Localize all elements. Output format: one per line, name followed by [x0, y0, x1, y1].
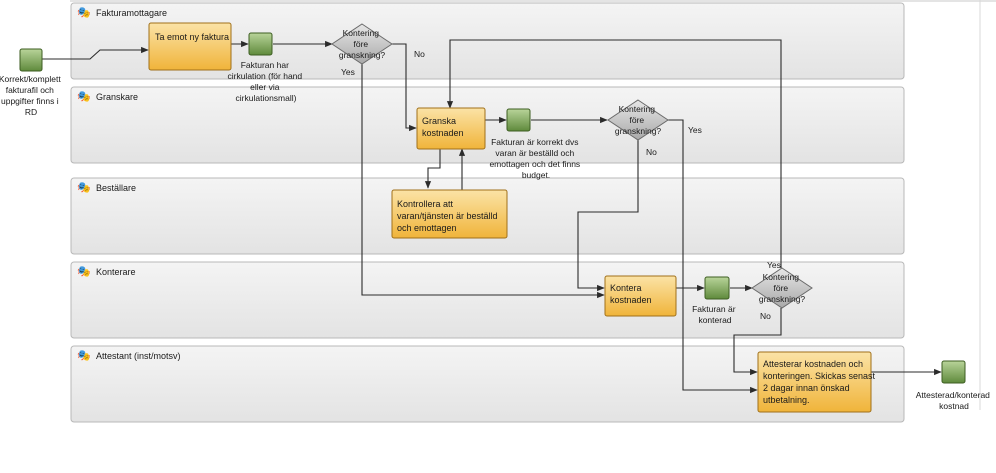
lane-theater-icon: 🎭	[77, 91, 91, 103]
flow-label-no: No	[760, 311, 771, 321]
flow-start-to-ta-emot	[42, 46, 149, 60]
task-label: Kontera kostnaden	[610, 283, 652, 305]
lane-label: Granskare	[96, 92, 138, 102]
event-end: Attesterad/konterad kostnad	[916, 360, 993, 411]
flow-gw3-yes-to-granska	[446, 39, 782, 268]
lane-attestant: 🎭 Attestant (inst/motsv)	[70, 345, 905, 423]
event-label: Fakturan är korrekt dvs varan är beställ…	[489, 137, 582, 180]
lane-theater-icon: 🎭	[77, 182, 91, 194]
lane-theater-icon: 🎭	[77, 7, 91, 19]
task-ta-emot: Ta emot ny faktura	[148, 22, 232, 71]
lane-theater-icon: 🎭	[77, 266, 91, 278]
task-label: Granska kostnaden	[422, 116, 464, 138]
flow-gw2-no-to-kontera	[577, 140, 639, 292]
event-label: Korrekt/komplett fakturafil och uppgifte…	[0, 74, 63, 117]
flow-gw1-yes-to-kontera	[361, 64, 605, 299]
task-granska: Granska kostnaden	[416, 107, 486, 150]
lane-label: Fakturamottagare	[96, 8, 167, 18]
flow-label-yes: Yes	[767, 260, 781, 270]
lane-label: Beställare	[96, 183, 136, 193]
flow-granska-to-kontrollera	[424, 148, 441, 189]
lane-konterare: 🎭 Konterare	[70, 261, 905, 339]
event-start: Korrekt/komplett fakturafil och uppgifte…	[0, 48, 63, 117]
lane-theater-icon: 🎭	[77, 350, 91, 362]
task-label: Attesterar kostnaden och konteringen. Sk…	[763, 359, 878, 405]
flow-label-yes: Yes	[341, 67, 355, 77]
gateway-label: Kontering före granskning?	[615, 104, 662, 136]
gateway-label: Kontering före granskning?	[759, 272, 806, 304]
gateway-3: Kontering före granskning?	[751, 267, 813, 309]
lane-label: Konterare	[96, 267, 136, 277]
event-korrekt: Fakturan är korrekt dvs varan är beställ…	[489, 108, 582, 180]
flow-label-no: No	[646, 147, 657, 157]
gateway-label: Kontering före granskning?	[339, 28, 386, 60]
flow-gw3-no-to-attesterar	[733, 308, 782, 376]
event-label: Fakturan är konterad	[692, 304, 738, 325]
task-attesterar: Attesterar kostnaden och konteringen. Sk…	[757, 351, 878, 413]
task-kontera: Kontera kostnaden	[604, 275, 677, 317]
event-konterad: Fakturan är konterad	[692, 276, 738, 325]
flow-label-yes: Yes	[688, 125, 702, 135]
gateway-1: Kontering före granskning?	[331, 23, 393, 65]
event-label: Fakturan har cirkulation (för hand eller…	[227, 60, 304, 103]
flow-gw1-no-to-granska	[392, 43, 417, 132]
task-label: Kontrollera att varan/tjänsten är bestäl…	[397, 199, 500, 233]
flow-gw2-yes-to-attesterar	[667, 119, 758, 394]
lane-granskare: 🎭 Granskare	[70, 86, 905, 164]
lane-label: Attestant (inst/motsv)	[96, 351, 181, 361]
task-label: Ta emot ny faktura	[155, 32, 229, 42]
gateway-2: Kontering före granskning?	[607, 99, 669, 141]
event-cirkulation: Fakturan har cirkulation (för hand eller…	[227, 32, 304, 103]
event-label: Attesterad/konterad kostnad	[916, 390, 993, 411]
lane-fakturamottagare: 🎭 Fakturamottagare	[70, 2, 905, 80]
flow-label-no: No	[414, 49, 425, 59]
task-kontrollera: Kontrollera att varan/tjänsten är bestäl…	[391, 189, 508, 239]
sequence-flows	[42, 39, 942, 394]
